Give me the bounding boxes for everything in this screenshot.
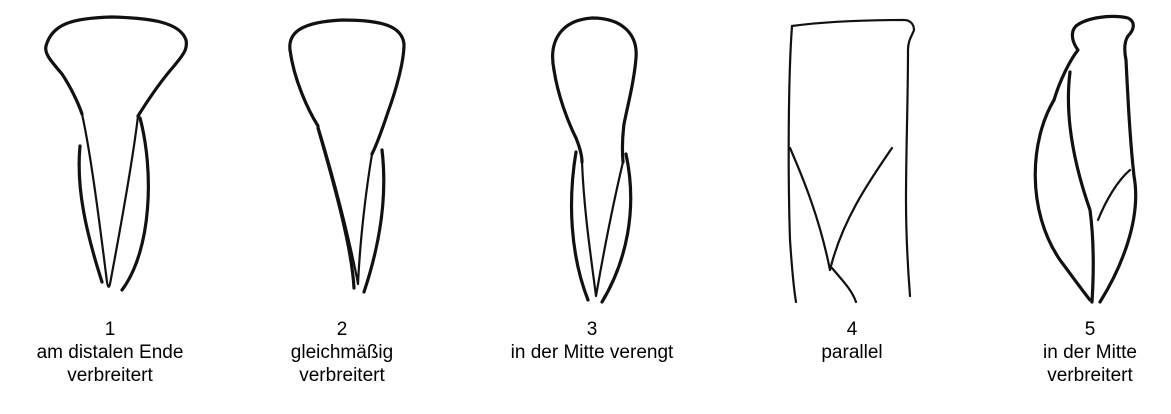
caption-3: 3 in der Mitte verengt xyxy=(492,318,692,364)
shape-drawing-2 xyxy=(242,0,442,320)
figure-number: 4 xyxy=(752,318,952,341)
caption-line: verbreitert xyxy=(990,364,1171,387)
caption-line: gleichmäßig xyxy=(242,341,442,364)
caption-line: in der Mitte xyxy=(990,341,1171,364)
figure-number: 1 xyxy=(10,318,210,341)
figure-number: 5 xyxy=(990,318,1171,341)
caption-line: parallel xyxy=(752,341,952,364)
caption-line: am distalen Ende xyxy=(10,341,210,364)
shape-drawing-4 xyxy=(752,0,952,320)
figure-number: 3 xyxy=(492,318,692,341)
caption-line: verbreitert xyxy=(10,364,210,387)
caption-2: 2 gleichmäßig verbreitert xyxy=(242,318,442,387)
shape-drawing-3 xyxy=(492,0,692,320)
shape-drawing-1 xyxy=(10,0,210,320)
caption-line: in der Mitte verengt xyxy=(492,341,692,364)
caption-line: verbreitert xyxy=(242,364,442,387)
caption-4: 4 parallel xyxy=(752,318,952,364)
shape-drawing-5 xyxy=(990,0,1171,320)
caption-5: 5 in der Mitte verbreitert xyxy=(990,318,1171,387)
figure-number: 2 xyxy=(242,318,442,341)
caption-1: 1 am distalen Ende verbreitert xyxy=(10,318,210,387)
